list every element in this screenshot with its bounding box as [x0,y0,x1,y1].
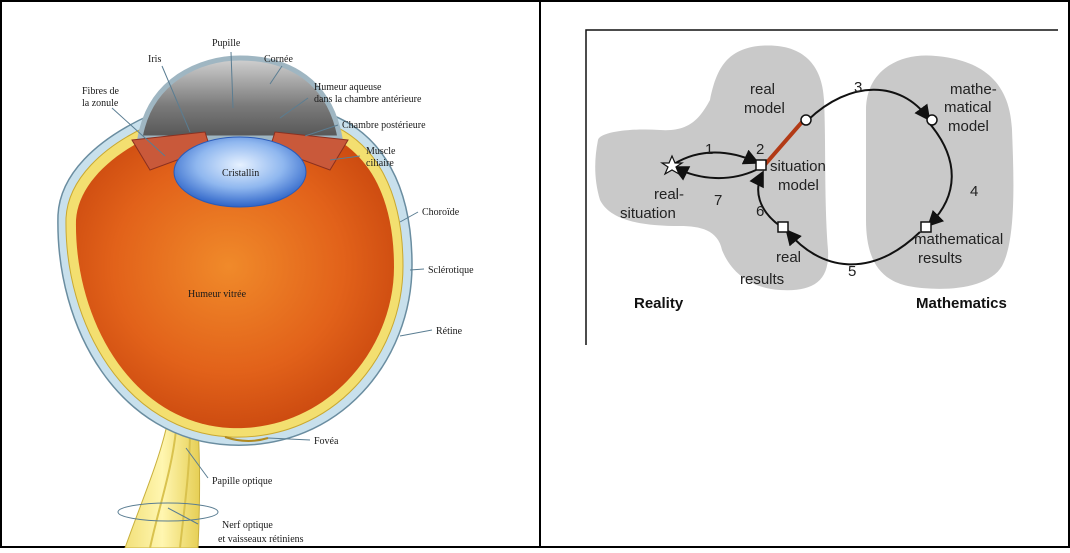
label-fibres-1: Fibres de [82,86,120,97]
label-chambre-posterieure: Chambre postérieure [342,120,426,131]
eye-diagram: Pupille Iris Cornée Fibres de la zonule … [0,0,540,548]
optic-nerve [125,420,200,548]
cornea [140,58,340,138]
label-math-results-2: results [918,250,962,267]
label-nerf-optique-1: Nerf optique [222,520,273,531]
label-math-model-3: model [948,118,989,135]
step-7: 7 [714,192,722,209]
label-real-results-2: results [740,271,784,288]
label-real-model-1: real [750,81,775,98]
label-cornee: Cornée [264,54,293,65]
label-humeur-aqueuse-2: dans la chambre antérieure [314,94,422,105]
label-situation-model-1: situation [770,158,826,175]
step-5: 5 [848,263,856,280]
label-real-situation-1: real- [654,186,684,203]
label-reality: Reality [634,295,684,312]
label-math-model-1: mathe- [950,81,997,98]
label-pupille: Pupille [212,38,241,49]
node-situation-model [756,160,766,170]
label-cristallin: Cristallin [222,168,259,179]
label-muscle-1: Muscle [366,146,396,157]
label-muscle-2: ciliaire [366,158,394,169]
label-choroide: Choroïde [422,207,460,218]
label-fibres-2: la zonule [82,98,119,109]
step-1: 1 [705,141,713,158]
label-situation-model-2: model [778,177,819,194]
label-math-model-2: matical [944,99,992,116]
label-humeur-vitree: Humeur vitrée [188,289,247,300]
step-4: 4 [970,183,978,200]
node-real-results [778,222,788,232]
label-sclerotique: Sclérotique [428,265,474,276]
label-iris: Iris [148,54,161,65]
label-real-model-2: model [744,100,785,117]
node-real-model [801,115,811,125]
node-math-model [927,115,937,125]
label-real-results-1: real [776,249,801,266]
label-retine: Rétine [436,326,463,337]
eye-anatomy-panel: Pupille Iris Cornée Fibres de la zonule … [0,0,540,548]
step-2: 2 [756,141,764,158]
label-mathematics: Mathematics [916,295,1007,312]
label-humeur-aqueuse-1: Humeur aqueuse [314,82,382,93]
step-3: 3 [854,79,862,96]
label-nerf-optique-2: et vaisseaux rétiniens [218,534,304,545]
label-real-situation-2: situation [620,205,676,222]
modelling-cycle-panel: real model mathe- matical model real- si… [540,0,1070,548]
label-fovea: Fovéa [314,436,339,447]
label-math-results-1: mathematical [914,231,1003,248]
modelling-cycle-diagram: real model mathe- matical model real- si… [540,0,1070,548]
step-6: 6 [756,203,764,220]
label-papille-optique: Papille optique [212,476,273,487]
